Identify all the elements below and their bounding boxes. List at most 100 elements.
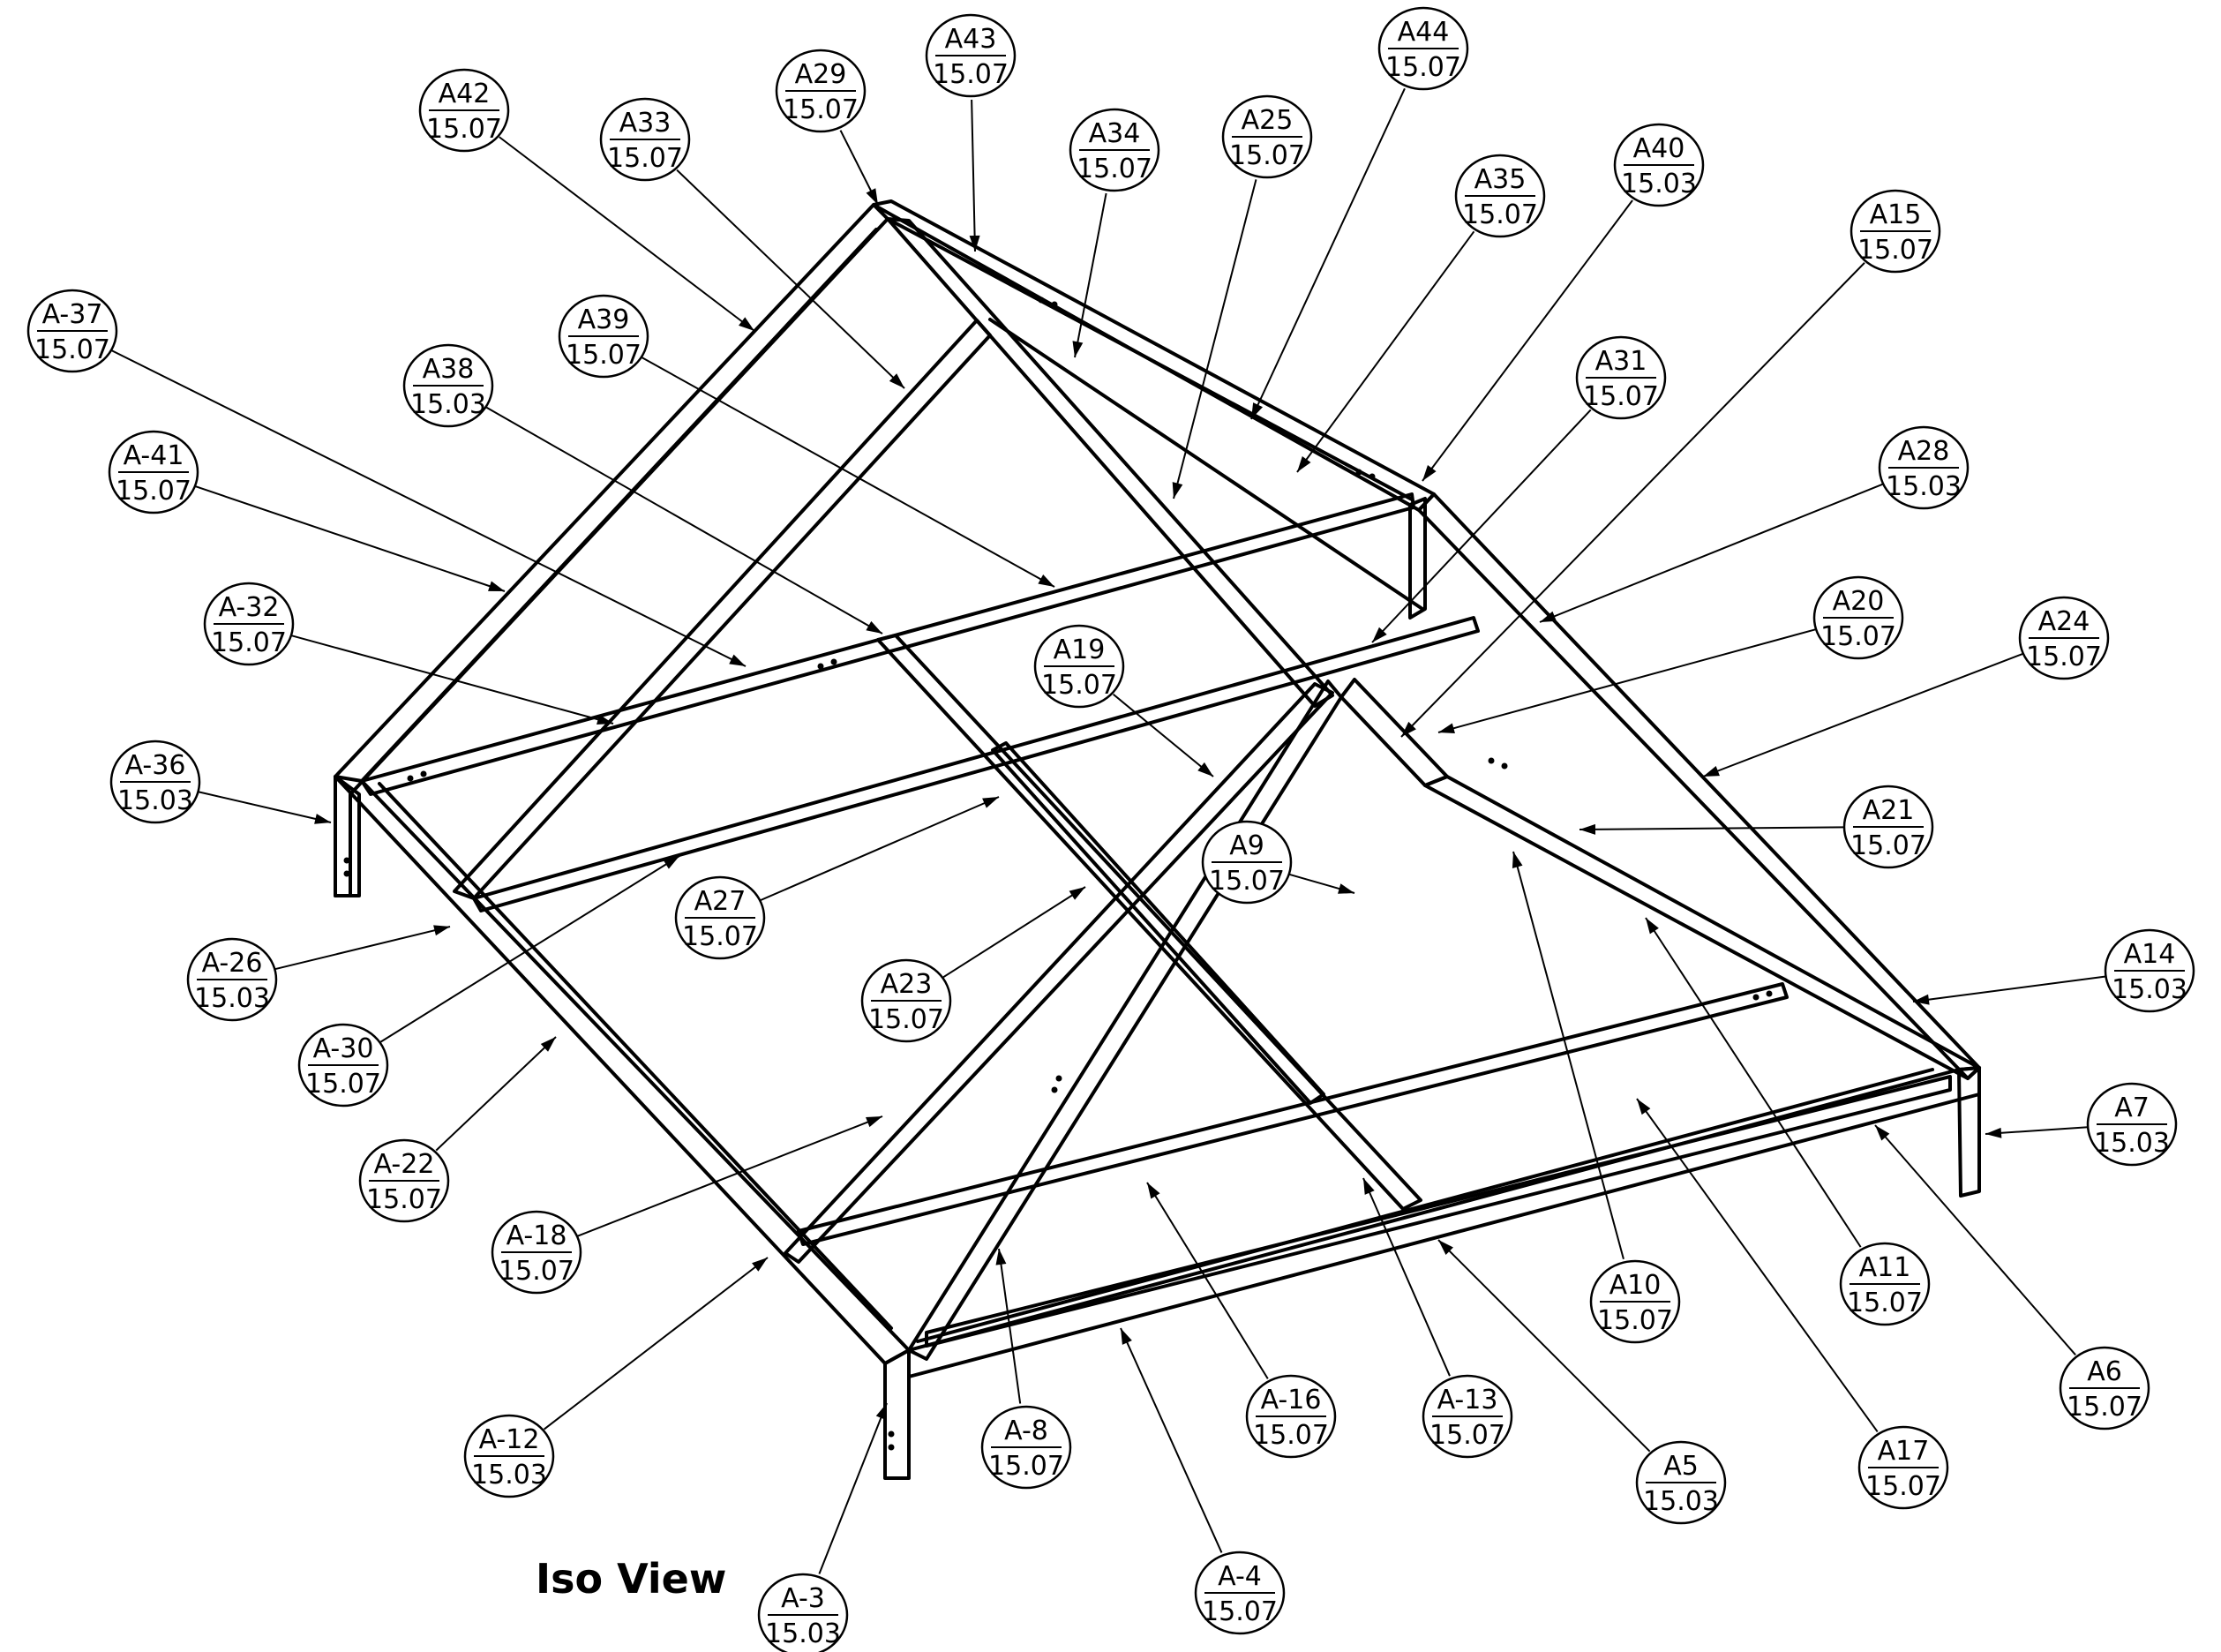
leader-line-a43 [971,99,976,252]
callout-value: 15.07 [868,1004,944,1035]
leader-line-a-22 [435,1036,557,1152]
arrowhead-a42 [739,317,754,331]
leader-line-a44 [1250,87,1406,420]
bolt [1051,1086,1058,1093]
leader-line-a-8 [998,1248,1022,1404]
callout-value: 15.07 [607,143,683,174]
callout-label: A7 [2114,1093,2150,1123]
arrowhead-a44 [1251,402,1264,419]
callout-label: A-16 [1261,1385,1322,1415]
leader-line-a42 [499,136,755,332]
arrowhead-a5 [1438,1240,1453,1255]
callout-value: 15.03 [2112,974,2187,1005]
callout-value: 15.07 [1077,154,1152,184]
arrowhead-a11 [1646,918,1659,935]
arrowhead-a-36 [314,814,331,824]
callout-value: 15.07 [1583,381,1659,412]
arrowhead-a-32 [597,714,613,725]
purlin-a27 [472,616,1480,912]
rafter-2 [453,319,992,900]
rafter-a18 [784,682,1334,1264]
arrowhead-a34 [1072,341,1084,357]
arrowhead-a-30 [663,856,679,869]
bolt [1369,473,1376,480]
arrowhead-a-37 [729,654,746,666]
leader-line-a-16 [1146,1182,1269,1379]
arrowhead-a-4 [1121,1328,1132,1345]
bolt [420,770,427,777]
callout-label: A-13 [1437,1385,1498,1415]
callout-label: A33 [619,108,672,139]
callout-value: 15.07 [1385,52,1461,83]
arrowhead-a-13 [1363,1178,1375,1195]
bolt [1055,1075,1062,1082]
front-left-eave [334,775,911,1365]
bolt [1051,301,1058,308]
arrowhead-a9 [1338,883,1354,894]
callout-value: 15.07 [933,59,1009,90]
arrowhead-a6 [1875,1125,1890,1141]
front-post [883,1348,911,1480]
arrowhead-a25 [1172,482,1183,499]
leader-line-a24 [1702,652,2023,777]
leader-line-a-30 [379,855,680,1043]
arrowhead-a29 [866,188,878,205]
callout-bubble-a-22: A-22 15.07 [358,1138,450,1223]
callout-value: 15.07 [366,1184,442,1215]
leader-line-a21 [1579,826,1845,830]
callout-value: 15.07 [426,114,502,145]
callout-label: A5 [1663,1451,1699,1482]
callout-value: 15.07 [1820,621,1896,652]
arrowhead-a38 [866,620,882,634]
ridge-beam-inner [886,217,1414,501]
callout-bubble-a14: A14 15.03 [2104,928,2195,1013]
callout-value: 15.07 [988,1451,1064,1482]
callout-label: A10 [1609,1270,1662,1301]
leader-line-a6 [1874,1124,2076,1355]
ridge-beam [872,199,1436,512]
callout-value: 15.07 [499,1256,574,1287]
callout-value: 15.07 [682,921,758,952]
arrowhead-a40 [1422,464,1437,481]
purlin-a5 [925,1075,1952,1348]
callout-label: A-3 [781,1583,825,1614]
right-front-post [1957,1066,1981,1198]
leader-line-a28 [1539,483,1883,623]
arrowhead-a35 [1297,455,1311,472]
arrowhead-a7 [1985,1127,2002,1138]
callout-label: A-22 [374,1149,435,1180]
leader-line-a5 [1437,1239,1651,1453]
callout-label: A28 [1898,436,1950,467]
diagonal-a23 [991,741,1325,1105]
callout-label: A-4 [1218,1561,1262,1592]
leader-line-a-32 [290,635,614,725]
callout-bubble-a-8: A-815.07 [980,1405,1072,1490]
callout-label: A14 [2124,939,2176,970]
arrowhead-a14 [1913,994,1930,1005]
arrowhead-a17 [1637,1099,1651,1115]
callout-leaders [111,87,2106,1574]
callout-label: A-37 [42,299,103,330]
leader-line-a27 [760,796,1000,902]
leader-line-a-26 [274,926,451,971]
callout-label: A44 [1398,17,1450,48]
leader-line-a-41 [195,485,506,592]
leader-line-a33 [676,169,905,389]
callout-value: 15.03 [765,1618,841,1649]
